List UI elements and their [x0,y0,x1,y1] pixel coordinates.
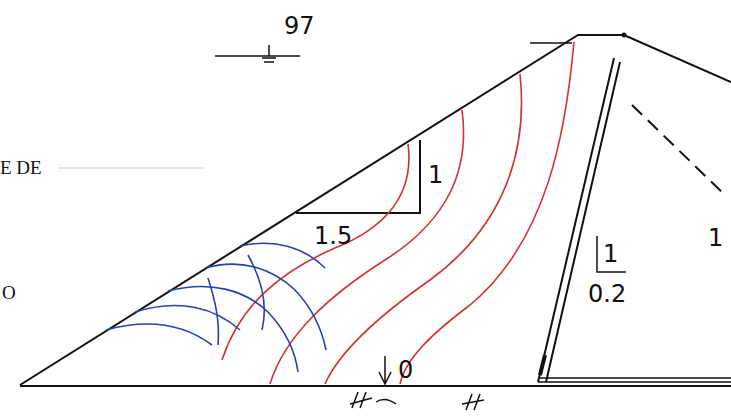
level-arrow [379,356,391,384]
equipotential-lines [106,243,326,372]
faint-line [58,168,205,169]
elevation-label: 97 [284,14,315,38]
text-fragment: O [2,283,16,302]
water-level-symbol [262,45,276,62]
slope-number: 1 [708,226,723,250]
water-level-line [215,55,300,57]
elevation-label: 0 [398,358,413,382]
slope-triangle [296,140,420,213]
chimney-drain [538,58,620,382]
foundation-line [20,385,731,387]
dashed-line [632,105,726,196]
slope-number: 0.2 [588,282,626,306]
slope-number: 1.5 [314,224,352,248]
slope-number: 1 [603,242,618,266]
drain-mark [540,355,545,375]
flow-lines [222,42,574,384]
blanket-drain [538,378,731,382]
text-fragment: E DE [0,158,42,177]
crest-dot [622,33,627,38]
slope-mark [597,236,626,272]
ground-hatch [350,392,484,410]
dam-outline [20,35,731,385]
slope-number: 1 [428,163,443,187]
